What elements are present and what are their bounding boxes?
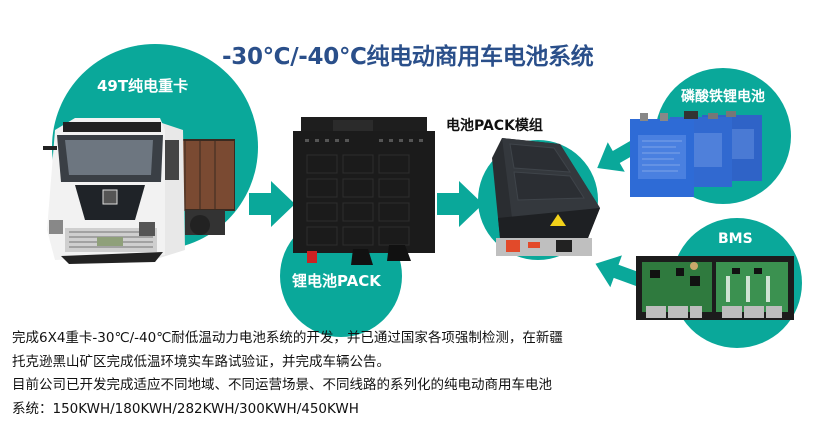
- description: 完成6X4重卡-30℃/-40℃耐低温动力电池系统的开发，并已通过国家各项强制检…: [12, 327, 662, 421]
- pack-label: 锂电池PACK: [292, 272, 381, 290]
- arrow-icon: [437, 181, 483, 227]
- cells-label: 磷酸铁锂电池: [681, 89, 765, 105]
- description-line: 托克逊黑山矿区完成低温环境实车路试验证，并完成车辆公告。: [12, 353, 390, 370]
- truck-label: 49T纯电重卡: [97, 77, 189, 95]
- description-line: 系统：150KWH/180KWH/282KWH/300KWH/450KWH: [12, 400, 359, 417]
- page-title: -30℃/-40℃纯电动商用车电池系统: [222, 44, 594, 70]
- module-label: 电池PACK模组: [446, 118, 543, 134]
- cells-image: [630, 105, 765, 197]
- bms-image: [636, 256, 794, 320]
- pack-image: [293, 117, 435, 267]
- description-line: 完成6X4重卡-30℃/-40℃耐低温动力电池系统的开发，并已通过国家各项强制检…: [12, 330, 563, 346]
- arrow-icon: [590, 252, 646, 292]
- truck-image: [35, 100, 235, 270]
- description-line: 目前公司已开发完成适应不同地域、不同运营场景、不同线路的系列化的纯电动商用车电池: [12, 377, 552, 393]
- bms-label: BMS: [718, 231, 753, 247]
- arrow-icon: [249, 181, 295, 227]
- module-image: [488, 138, 600, 260]
